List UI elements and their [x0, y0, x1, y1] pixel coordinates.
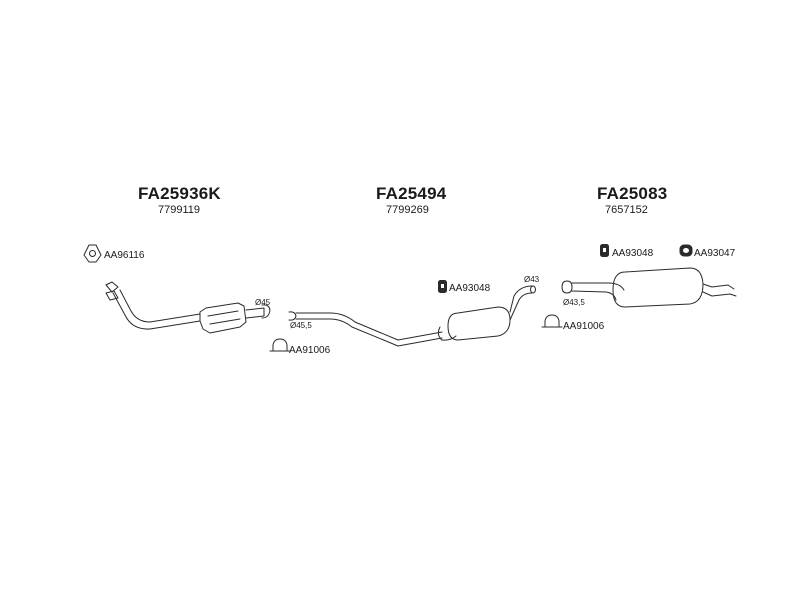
section-ref-rear: 7657152 [605, 204, 648, 216]
diameter-label: Ø45 [255, 298, 271, 307]
middle-pipe-silencer [288, 285, 536, 347]
section-ref-front: 7799119 [158, 204, 201, 216]
part-label-clamp: AA91006 [563, 321, 605, 332]
section-ref-middle: 7799269 [386, 204, 429, 216]
diameter-label: Ø43,5 [563, 298, 585, 307]
hanger-icon [438, 280, 447, 293]
diameter-label: Ø43 [524, 275, 540, 284]
gasket-icon [83, 244, 102, 263]
part-label-hanger: AA93048 [612, 248, 654, 259]
section-code-front: FA25936K [138, 184, 221, 203]
part-label-hanger: AA93047 [694, 248, 736, 259]
rear-pipe-silencer [561, 267, 737, 308]
section-code-rear: FA25083 [597, 184, 668, 203]
part-label-clamp: AA91006 [289, 345, 331, 356]
hanger-ring-icon [679, 244, 693, 257]
clamp-icon [269, 338, 291, 352]
clamp-icon [541, 314, 563, 328]
part-label-hanger: AA93048 [449, 283, 491, 294]
hanger-icon [600, 244, 609, 257]
section-code-middle: FA25494 [376, 184, 447, 203]
diameter-label: Ø45,5 [290, 321, 312, 330]
front-pipe-catalyst [105, 281, 271, 334]
part-label-gasket: AA96116 [104, 250, 145, 261]
